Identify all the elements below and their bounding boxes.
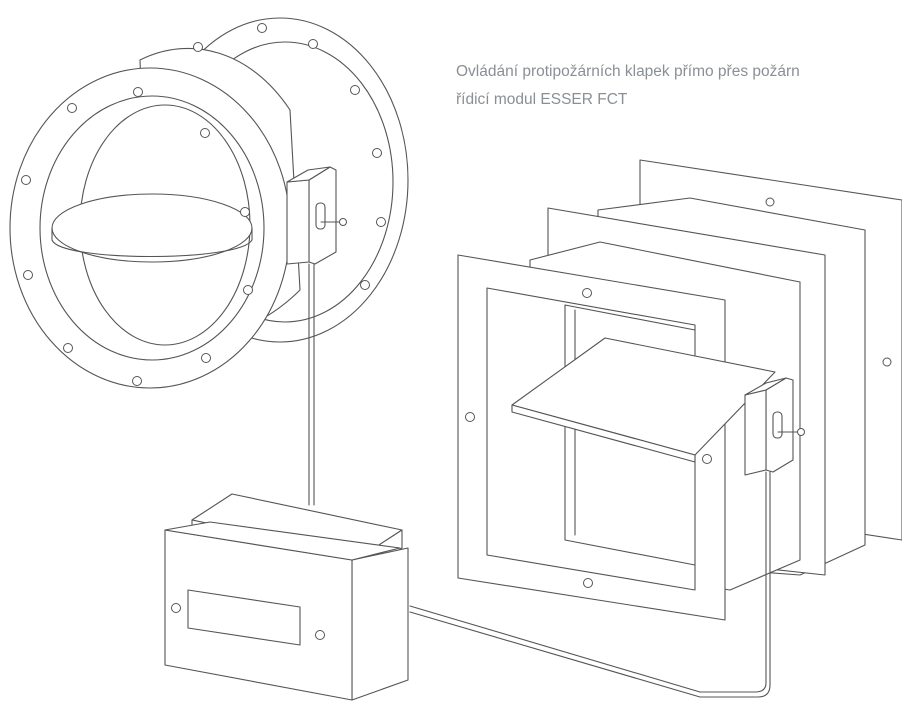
module-screw-left	[171, 603, 181, 613]
round-damper-disc-edge	[51, 227, 253, 258]
round-fire-damper	[9, 17, 409, 389]
module-label-window	[187, 589, 301, 646]
cable-round-damper-to-module	[308, 263, 315, 506]
front-flange-hole-left	[465, 412, 475, 422]
rear-round-hole-7	[360, 280, 370, 290]
rect-damper-blade-edge	[511, 404, 696, 463]
caption-line-1: Ovládání protipožárních klapek přímo pře…	[456, 63, 800, 80]
front-flange-hole-top	[582, 288, 592, 298]
front-flange-hole-bottom	[583, 578, 593, 588]
round-actuator-switch-slot	[315, 202, 326, 230]
rect-actuator-switch-knob	[797, 428, 805, 436]
front-round-hole-9	[23, 270, 33, 280]
rect-actuator-top	[744, 377, 787, 396]
rear-round-hole-1	[193, 42, 203, 52]
rectangular-fire-damper	[457, 159, 902, 621]
front-round-hole-7	[132, 376, 142, 386]
front-round-hole-3	[200, 128, 210, 138]
round-actuator-switch-knob	[339, 218, 347, 226]
round-actuator-top	[286, 166, 331, 183]
front-round-hole-10	[21, 175, 31, 185]
rect-actuator-front	[744, 389, 767, 476]
rect-actuator-switch-slot	[772, 411, 783, 439]
rear-round-hole-5	[372, 148, 382, 158]
front-flange-hole-right	[702, 454, 712, 464]
cable-rect-damper-to-module	[409, 471, 771, 698]
connecting-cables	[308, 263, 771, 698]
caption-line-2: řídicí modul ESSER FCT	[456, 91, 628, 108]
front-round-hole-6	[201, 353, 211, 363]
rear-round-hole-4	[350, 85, 360, 95]
module-screw-right	[315, 630, 325, 640]
round-actuator-front	[286, 179, 310, 265]
front-round-hole-5	[243, 285, 253, 295]
front-round-hole-1	[67, 103, 77, 113]
rear-round-hole-2	[257, 23, 267, 33]
front-round-hole-2	[133, 87, 143, 97]
esser-fct-control-module	[164, 493, 409, 701]
rear-round-hole-3	[308, 39, 318, 49]
diagram-caption: Ovládání protipožárních klapek přímo pře…	[456, 58, 902, 114]
module-body-top	[164, 521, 401, 561]
module-body-side	[351, 547, 409, 701]
rear-flange-hole-top	[765, 197, 775, 207]
front-round-hole-8	[63, 343, 73, 353]
rear-round-hole-6	[376, 217, 386, 227]
rear-flange-hole-right	[882, 357, 892, 367]
front-round-hole-4	[240, 207, 250, 217]
